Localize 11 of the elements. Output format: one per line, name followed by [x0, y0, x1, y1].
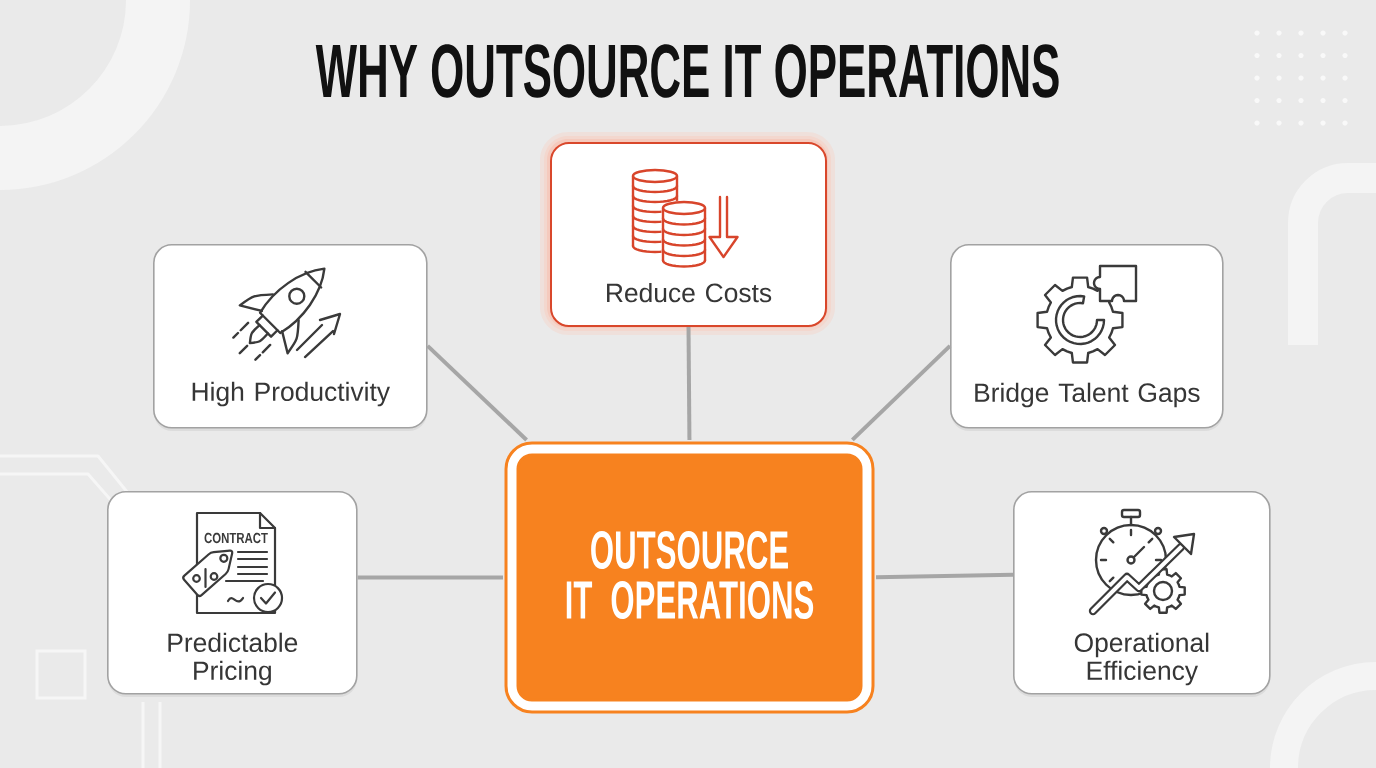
card: High Productivity: [153, 244, 428, 431]
connector-line: [426, 344, 528, 442]
connector-line: [357, 575, 503, 580]
hub-box: OUTSOURCE IT OPERATIONS: [504, 441, 875, 714]
connector-line: [875, 572, 1014, 580]
connector-line: [851, 344, 952, 442]
document-heading: CONTRACT: [204, 532, 268, 544]
connector-line: [686, 327, 692, 441]
card: Bridge Talent Gaps: [950, 244, 1224, 431]
title: WHY OUTSOURCE IT OPERATIONS: [315, 44, 1059, 98]
card: Reduce Costs: [540, 132, 835, 335]
